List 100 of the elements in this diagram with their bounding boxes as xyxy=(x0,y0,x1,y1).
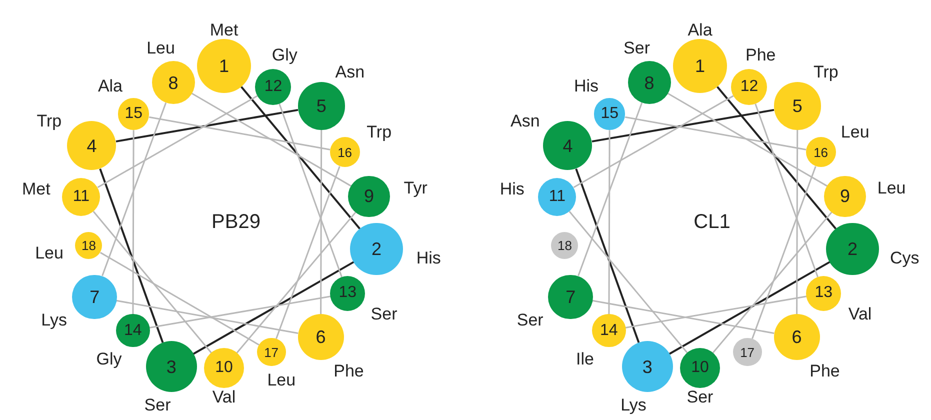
residue-number: 13 xyxy=(338,285,357,302)
residue-number: 3 xyxy=(166,358,176,376)
residue-name: Ser xyxy=(370,306,398,323)
residue-number: 11 xyxy=(548,188,566,205)
helix-connector-line xyxy=(276,166,340,339)
residue-number: 14 xyxy=(124,322,142,339)
helix-connector-line xyxy=(575,168,640,343)
residue-name: Phe xyxy=(746,46,776,64)
residue-name: Asn xyxy=(510,112,540,130)
residue-name: Trp xyxy=(814,63,838,80)
residue-name: His xyxy=(416,250,441,267)
helix-connector-line xyxy=(716,86,837,230)
residue-number: 4 xyxy=(86,136,97,155)
residue-number: 12 xyxy=(740,78,758,95)
residue-name: Ala xyxy=(688,22,712,38)
residue-number: 3 xyxy=(642,358,652,376)
residue-number: 2 xyxy=(848,240,858,258)
residue-number: 10 xyxy=(691,360,709,376)
residue-number: 8 xyxy=(644,74,654,92)
residue-name: Asn xyxy=(335,63,365,80)
helix-connector-line xyxy=(796,130,798,314)
residue-name: Trp xyxy=(36,112,62,130)
residue-name: Leu xyxy=(840,124,870,141)
residue-name: Met xyxy=(210,22,238,38)
helix-connector-line xyxy=(568,210,688,354)
residue-name: Ser xyxy=(624,40,650,57)
residue-number: 18 xyxy=(82,239,96,252)
residue-number: 7 xyxy=(566,288,576,306)
residue-number: 14 xyxy=(600,322,618,339)
residue-number: 1 xyxy=(218,57,229,75)
residue-number: 9 xyxy=(840,187,850,206)
residue-name: Ser xyxy=(144,396,171,414)
helix-connector-line xyxy=(99,168,164,343)
residue-name: Lys xyxy=(620,396,646,414)
residue-number: 18 xyxy=(558,239,572,252)
residue-number: 15 xyxy=(600,106,618,122)
helix-connector-line xyxy=(278,104,342,278)
helix-connector-line xyxy=(625,296,807,328)
residue-number: 16 xyxy=(814,146,828,159)
helix-connector-line xyxy=(102,102,167,276)
residue-name: Trp xyxy=(366,124,392,141)
helix-connector-line xyxy=(754,104,818,278)
residue-name: His xyxy=(500,180,524,198)
helix-connector-line xyxy=(192,261,354,355)
residue-number: 10 xyxy=(215,360,233,376)
helix-connector-line xyxy=(320,130,322,314)
residue-name: Tyr xyxy=(404,180,428,197)
residue-name: Leu xyxy=(146,40,175,57)
residue-name: Val xyxy=(212,388,236,406)
helix-connector-line xyxy=(712,212,832,354)
residue-number: 6 xyxy=(792,328,802,346)
residue-name: Gly xyxy=(272,46,298,64)
residue-name: Ser xyxy=(516,312,544,329)
helix-connector-line xyxy=(667,92,828,187)
residue-number: 12 xyxy=(264,78,282,95)
residue-number: 17 xyxy=(264,346,279,359)
residue-number: 16 xyxy=(338,146,352,159)
helix-connector-line xyxy=(752,166,816,339)
residue-number: 6 xyxy=(316,328,326,346)
wheel-label: PB29 xyxy=(212,212,260,232)
residue-name: Leu xyxy=(35,244,64,262)
helix-connector-line xyxy=(116,300,298,334)
residue-name: Val xyxy=(848,306,872,323)
helix-connector-line xyxy=(132,130,134,314)
residue-name: Ala xyxy=(98,78,123,95)
helix-connector-line xyxy=(100,252,260,346)
residue-number: 1 xyxy=(694,57,705,75)
residue-name: Gly xyxy=(96,350,122,368)
residue-number: 11 xyxy=(72,188,90,205)
helix-connector-line xyxy=(191,92,352,187)
residue-number: 5 xyxy=(316,96,326,115)
residue-number: 2 xyxy=(372,240,382,258)
residue-name: Ile xyxy=(576,350,594,368)
helix-connector-line xyxy=(240,86,361,230)
residue-number: 15 xyxy=(124,106,142,122)
helix-connector-line xyxy=(236,212,356,354)
residue-name: Met xyxy=(22,180,50,198)
helix-connector-line xyxy=(116,108,298,142)
helix-connector-line xyxy=(592,108,774,142)
residue-number: 13 xyxy=(814,285,833,302)
wheel-label: CL1 xyxy=(694,212,730,232)
residue-name: Leu xyxy=(267,371,296,388)
residue-name: Phe xyxy=(810,362,840,380)
helix-connector-line xyxy=(608,130,610,314)
helix-connector-line xyxy=(573,95,734,188)
helix-connector-line xyxy=(625,116,806,150)
residue-number: 17 xyxy=(740,346,755,359)
residue-number: 8 xyxy=(168,74,178,92)
helix-connector-line xyxy=(92,210,212,354)
residue-name: Ser xyxy=(686,388,714,406)
residue-name: Phe xyxy=(334,362,364,380)
helix-connector-line xyxy=(592,300,774,334)
residue-name: Lys xyxy=(41,312,67,329)
residue-number: 9 xyxy=(364,187,374,206)
helix-connector-line xyxy=(149,296,331,328)
residue-name: Cys xyxy=(890,250,920,267)
helix-connector-line xyxy=(149,116,330,150)
residue-name: His xyxy=(574,78,599,95)
residue-number: 7 xyxy=(90,288,100,306)
residue-name: Leu xyxy=(877,180,906,197)
